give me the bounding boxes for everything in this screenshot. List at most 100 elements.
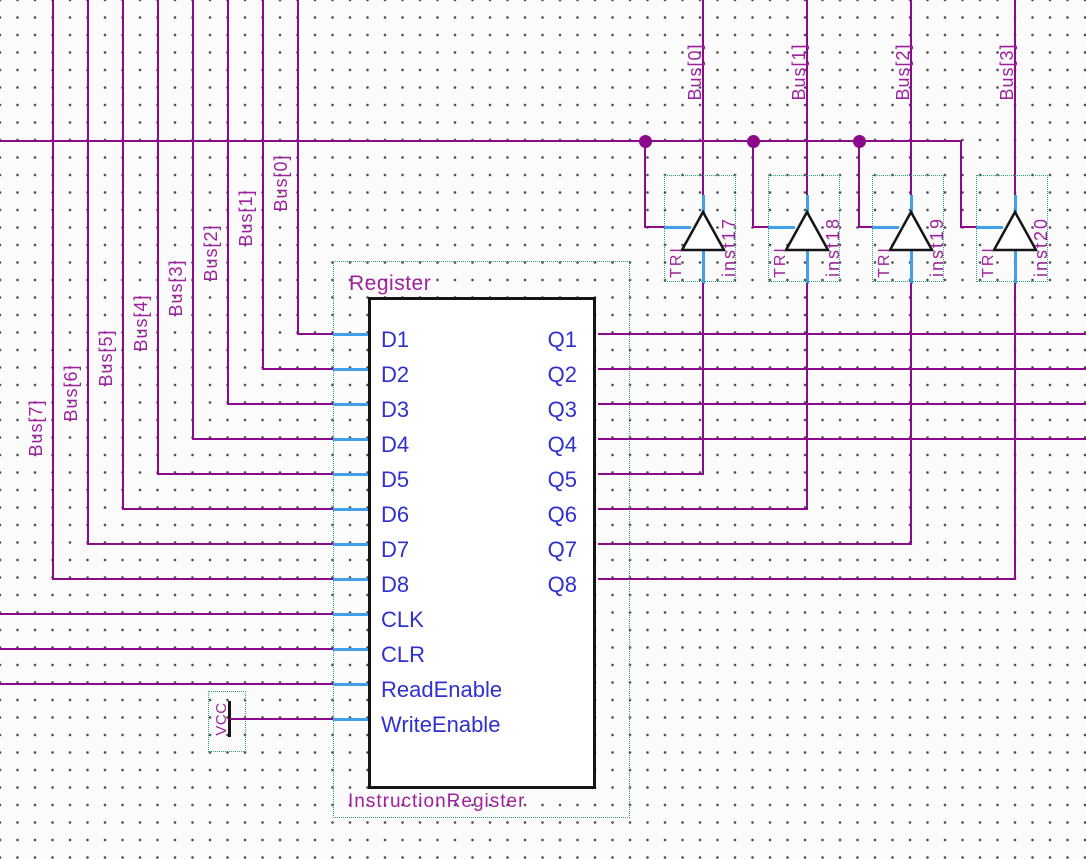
wire-buffer-input-0[interactable]	[702, 283, 704, 475]
wire-bus-in-7-v[interactable]	[52, 0, 54, 580]
wire-buffer-input-2[interactable]	[910, 283, 912, 545]
tristate-buffer-triangle-3[interactable]	[989, 209, 1041, 253]
port-label-left-10: ReadEnable	[381, 677, 503, 702]
bus-in-label-1[interactable]: Bus[1]	[236, 189, 256, 247]
port-label-right-5: Q6	[547, 502, 577, 527]
bus-out-label-3[interactable]: Bus[3]	[997, 43, 1017, 101]
bus-in-label-5[interactable]: Bus[5]	[96, 329, 116, 387]
wire-bus-in-1-h[interactable]	[262, 368, 333, 370]
port-label-left-9: CLR	[381, 642, 426, 667]
buffer-in-stub-3	[1014, 250, 1017, 284]
enable-stub-1	[768, 226, 795, 229]
port-label-right-1: Q2	[547, 362, 577, 387]
enable-drop-3[interactable]	[960, 140, 962, 228]
enable-run-0[interactable]	[644, 226, 664, 228]
register-selection-box	[333, 261, 630, 818]
port-label-left-0: D1	[381, 327, 410, 352]
port-label-left-5: D6	[381, 502, 410, 527]
buffer-in-stub-1	[806, 250, 809, 284]
wire-clk[interactable]	[0, 613, 333, 615]
bus-in-label-4[interactable]: Bus[4]	[131, 294, 151, 352]
wire-bus-in-4-h[interactable]	[157, 473, 333, 475]
vcc-selection-box	[208, 691, 246, 752]
wire-bus-in-6-h[interactable]	[87, 543, 333, 545]
enable-drop-0[interactable]	[644, 140, 646, 228]
tristate-buffer-triangle-1[interactable]	[781, 209, 833, 253]
port-label-left-4: D5	[381, 467, 410, 492]
wire-q2[interactable]	[598, 368, 1086, 370]
wire-bus-out-1[interactable]	[806, 0, 808, 196]
tristate-type-label-0: TRI	[668, 246, 685, 278]
wire-buffer-input-1[interactable]	[806, 283, 808, 510]
wire-q7[interactable]	[598, 543, 912, 545]
wire-bus-in-5-v[interactable]	[122, 0, 124, 510]
wire-q1[interactable]	[598, 333, 1086, 335]
wire-bus-in-3-h[interactable]	[192, 438, 333, 440]
wire-bus-in-7-h[interactable]	[52, 578, 333, 580]
wire-bus-in-5-h[interactable]	[122, 508, 333, 510]
bus-in-label-0[interactable]: Bus[0]	[271, 154, 291, 212]
wire-bus-in-4-v[interactable]	[157, 0, 159, 475]
port-label-right-0: Q1	[547, 327, 577, 352]
tristate-selection-box-3	[976, 175, 1048, 282]
buffer-out-stub-1	[806, 195, 809, 214]
port-label-left-7: D8	[381, 572, 410, 597]
wire-bus-in-0-h[interactable]	[297, 333, 333, 335]
tristate-buffer-triangle-2[interactable]	[885, 209, 937, 253]
wire-bus-in-3-v[interactable]	[192, 0, 194, 440]
wire-bus-out-2[interactable]	[910, 0, 912, 196]
wire-bus-in-2-h[interactable]	[227, 403, 333, 405]
wire-buffer-input-3[interactable]	[1014, 283, 1016, 580]
port-label-right-2: Q3	[547, 397, 577, 422]
tristate-instance-label-2[interactable]: inst19	[927, 216, 947, 278]
enable-run-3[interactable]	[960, 226, 976, 228]
enable-drop-2[interactable]	[858, 140, 860, 228]
buffer-out-stub-0	[702, 195, 705, 214]
vcc-bar[interactable]	[228, 701, 231, 737]
tristate-buffer-triangle-0[interactable]	[677, 209, 729, 253]
enable-rail[interactable]	[0, 140, 962, 142]
tristate-instance-label-3[interactable]: inst20	[1031, 216, 1051, 278]
buffer-out-stub-2	[910, 195, 913, 214]
register-instance-label[interactable]: InstructionRegister	[348, 791, 526, 812]
wire-readenable[interactable]	[0, 683, 333, 685]
enable-stub-2	[872, 226, 899, 229]
enable-run-1[interactable]	[752, 226, 768, 228]
enable-run-2[interactable]	[858, 226, 872, 228]
register-title: Register	[349, 272, 432, 295]
pin-stub-left-6	[333, 543, 368, 546]
register-body[interactable]	[368, 297, 596, 789]
wire-bus-in-6-v[interactable]	[87, 0, 89, 545]
wire-q6[interactable]	[598, 508, 808, 510]
bus-in-label-2[interactable]: Bus[2]	[201, 224, 221, 282]
wire-writeenable[interactable]	[230, 718, 333, 720]
wire-clr[interactable]	[0, 648, 333, 650]
bus-out-label-2[interactable]: Bus[2]	[893, 43, 913, 101]
bus-in-label-7[interactable]: Bus[7]	[26, 399, 46, 457]
port-label-right-3: Q4	[547, 432, 577, 457]
tristate-instance-label-0[interactable]: inst17	[719, 216, 739, 278]
pin-stub-left-4	[333, 473, 368, 476]
port-label-left-6: D7	[381, 537, 410, 562]
wire-q8[interactable]	[598, 578, 1016, 580]
wire-bus-out-0[interactable]	[702, 0, 704, 196]
wire-q3[interactable]	[598, 403, 1086, 405]
pin-stub-left-9	[333, 648, 368, 651]
enable-drop-1[interactable]	[752, 140, 754, 228]
bus-in-label-3[interactable]: Bus[3]	[166, 259, 186, 317]
tristate-instance-label-1[interactable]: inst18	[823, 216, 843, 278]
bus-out-label-1[interactable]: Bus[1]	[789, 43, 809, 101]
bus-in-label-6[interactable]: Bus[6]	[61, 364, 81, 422]
tristate-selection-box-2	[872, 175, 944, 282]
wire-bus-in-2-v[interactable]	[227, 0, 229, 405]
pin-stub-left-1	[333, 368, 368, 371]
wire-bus-in-1-v[interactable]	[262, 0, 264, 370]
wire-q4[interactable]	[598, 438, 1086, 440]
pin-stub-left-10	[333, 683, 368, 686]
enable-stub-3	[976, 226, 1003, 229]
bus-out-label-0[interactable]: Bus[0]	[685, 43, 705, 101]
wire-bus-in-0-v[interactable]	[297, 0, 299, 335]
wire-q5[interactable]	[598, 473, 704, 475]
wire-bus-out-3[interactable]	[1014, 0, 1016, 196]
